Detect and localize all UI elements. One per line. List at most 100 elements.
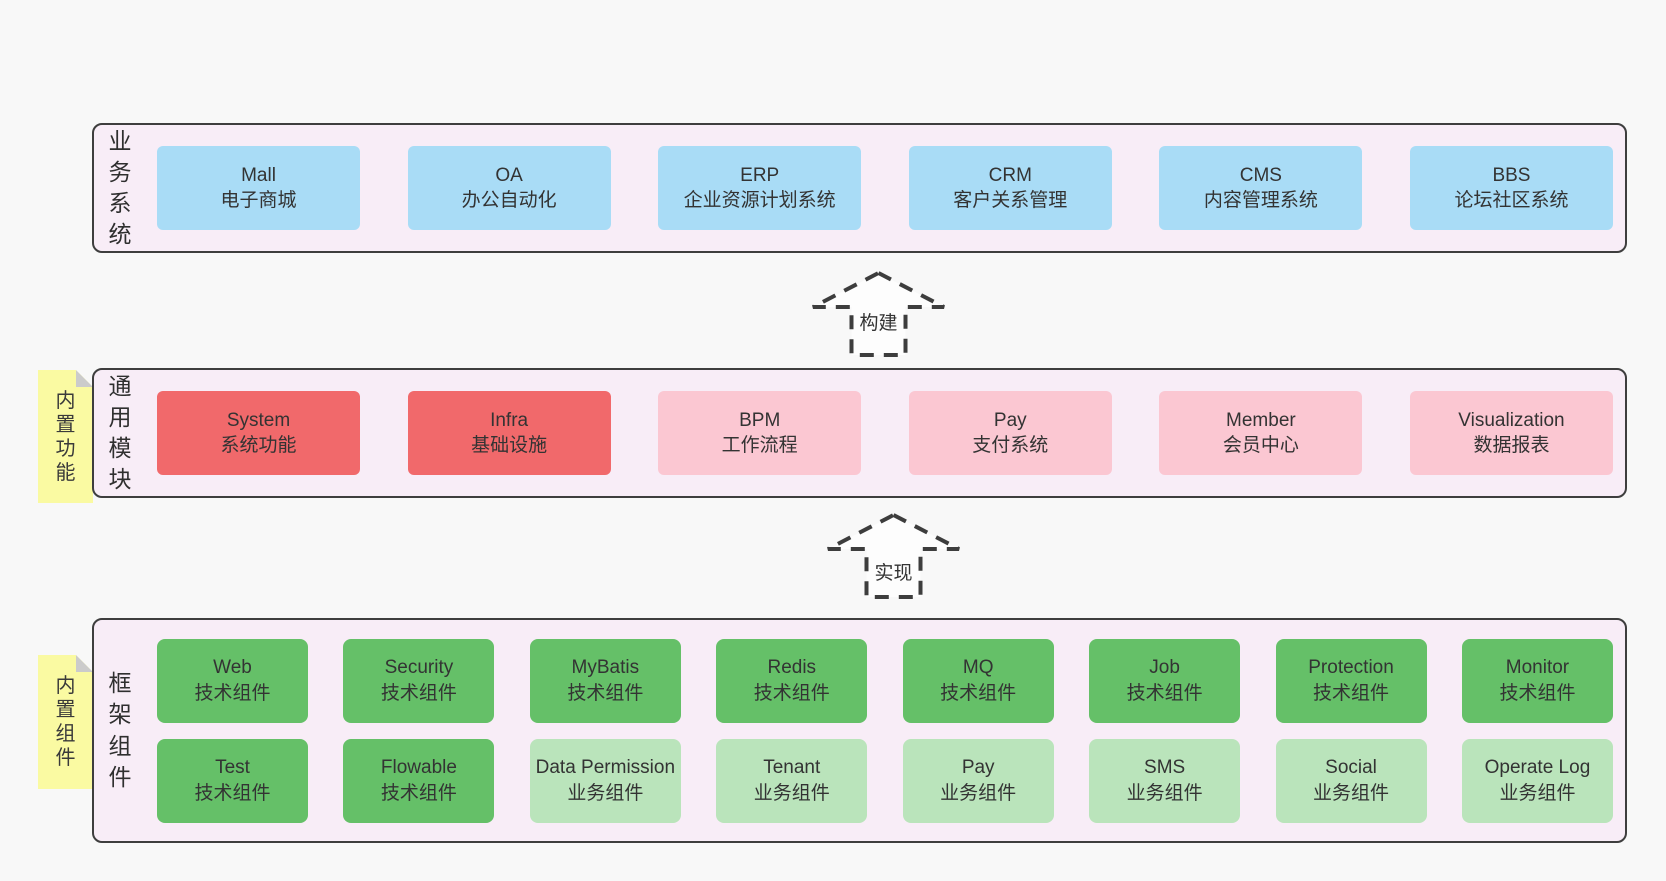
box-tenant-biz: Tenant 业务组件 (716, 738, 868, 823)
box-name: Social (1325, 757, 1377, 779)
box-desc: 技术组件 (940, 682, 1017, 704)
box-name: Flowable (380, 757, 457, 779)
box-name: CRM (988, 164, 1032, 186)
box-test-tech: Test 技术组件 (157, 738, 308, 823)
box-desc: 业务组件 (753, 782, 830, 804)
box-name: Pay (993, 409, 1027, 431)
box-desc: 业务组件 (940, 782, 1017, 804)
box-name: Web (213, 657, 252, 679)
box-crm: CRM 客户关系管理 (908, 146, 1112, 230)
box-pay-module: Pay 支付系统 (908, 391, 1112, 475)
box-redis-tech: Redis 技术组件 (716, 638, 868, 723)
box-name: Visualization (1458, 409, 1565, 431)
box-bpm: BPM 工作流程 (658, 391, 862, 475)
band-common-modules: 通用模块 System 系统功能 Infra 基础设施 BPM 工作流程 Pay… (92, 368, 1627, 498)
box-data-permission-biz: Data Permission 业务组件 (529, 738, 681, 823)
component-row-biz: Test 技术组件 Flowable 技术组件 Data Permission … (157, 738, 1613, 823)
band-framework-components: 框架组件 Web 技术组件 Security 技术组件 MyBatis 技术组件… (92, 618, 1627, 843)
box-desc: 内容管理系统 (1203, 190, 1318, 211)
note-text: 内置功能 (55, 389, 76, 484)
arrow-implement-label: 实现 (871, 557, 916, 586)
box-desc: 技术组件 (194, 782, 271, 804)
box-mq-tech: MQ 技术组件 (902, 638, 1054, 723)
box-desc: 基础设施 (471, 435, 548, 456)
box-desc: 技术组件 (753, 682, 830, 704)
box-name: MQ (962, 657, 994, 679)
box-oa: OA 办公自动化 (407, 146, 611, 230)
box-desc: 业务组件 (1313, 782, 1390, 804)
box-monitor-tech: Monitor 技术组件 (1461, 638, 1613, 723)
box-name: System (226, 409, 291, 431)
box-name: Mall (241, 164, 276, 186)
box-name: Member (1226, 409, 1296, 431)
box-desc: 业务组件 (567, 782, 644, 804)
component-row-tech: Web 技术组件 Security 技术组件 MyBatis 技术组件 Redi… (157, 638, 1613, 723)
box-security-tech: Security 技术组件 (343, 638, 495, 723)
module-boxes: System 系统功能 Infra 基础设施 BPM 工作流程 Pay 支付系统… (133, 370, 1625, 496)
box-desc: 客户关系管理 (953, 190, 1068, 211)
arrow-build-label: 构建 (856, 307, 901, 336)
box-desc: 技术组件 (380, 782, 457, 804)
arrow-implement: 实现 (826, 512, 961, 599)
box-desc: 技术组件 (1313, 682, 1390, 704)
box-name: Security (384, 657, 454, 679)
box-protection-tech: Protection 技术组件 (1275, 638, 1427, 723)
box-desc: 企业资源计划系统 (683, 190, 836, 211)
box-member: Member 会员中心 (1159, 391, 1363, 475)
box-visualization: Visualization 数据报表 (1409, 391, 1613, 475)
band-components-label: 框架组件 (108, 670, 132, 790)
box-cms: CMS 内容管理系统 (1159, 146, 1363, 230)
box-desc: 技术组件 (1499, 682, 1576, 704)
box-desc: 工作流程 (721, 435, 798, 456)
box-name: BBS (1492, 164, 1531, 186)
box-web-tech: Web 技术组件 (157, 638, 308, 723)
box-bbs: BBS 论坛社区系统 (1409, 146, 1613, 230)
box-desc: 支付系统 (972, 435, 1049, 456)
box-desc: 会员中心 (1222, 435, 1299, 456)
box-name: Pay (961, 757, 995, 779)
box-desc: 业务组件 (1126, 782, 1203, 804)
dashed-up-arrow-icon (827, 512, 960, 599)
box-erp: ERP 企业资源计划系统 (658, 146, 862, 230)
business-boxes: Mall 电子商城 OA 办公自动化 ERP 企业资源计划系统 CRM 客户关系… (133, 125, 1625, 251)
box-name: ERP (740, 164, 780, 186)
box-name: Tenant (763, 757, 821, 779)
box-infra: Infra 基础设施 (407, 391, 611, 475)
note-built-in-features: 内置功能 (38, 370, 93, 503)
note-built-in-components: 内置组件 (38, 655, 93, 789)
box-sms-biz: SMS 业务组件 (1089, 738, 1241, 823)
box-system: System 系统功能 (157, 391, 360, 475)
box-desc: 业务组件 (1499, 782, 1576, 804)
box-name: Job (1149, 657, 1180, 679)
arrow-build: 构建 (811, 270, 946, 357)
box-desc: 技术组件 (194, 682, 271, 704)
box-name: Data Permission (535, 757, 676, 779)
box-social-biz: Social 业务组件 (1275, 738, 1427, 823)
box-operate-log-biz: Operate Log 业务组件 (1461, 738, 1613, 823)
band-business-systems: 业务系统 Mall 电子商城 OA 办公自动化 ERP 企业资源计划系统 CRM… (92, 123, 1627, 253)
box-desc: 技术组件 (380, 682, 457, 704)
box-name: CMS (1239, 164, 1282, 186)
box-desc: 技术组件 (567, 682, 644, 704)
box-name: Operate Log (1484, 757, 1591, 779)
box-name: Monitor (1505, 657, 1570, 679)
band-business-label: 业务系统 (108, 127, 132, 248)
box-desc: 技术组件 (1126, 682, 1203, 704)
box-name: OA (495, 164, 523, 186)
box-desc: 系统功能 (220, 435, 297, 456)
box-flowable-tech: Flowable 技术组件 (343, 738, 495, 823)
box-mybatis-tech: MyBatis 技术组件 (529, 638, 681, 723)
box-name: Infra (490, 409, 529, 431)
box-name: BPM (739, 409, 781, 431)
note-text: 内置组件 (55, 675, 76, 769)
box-name: MyBatis (571, 657, 640, 679)
component-rows: Web 技术组件 Security 技术组件 MyBatis 技术组件 Redi… (133, 620, 1625, 841)
box-desc: 电子商城 (220, 190, 297, 211)
box-name: Redis (767, 657, 817, 679)
box-name: SMS (1144, 757, 1186, 779)
box-mall: Mall 电子商城 (157, 146, 360, 230)
box-desc: 数据报表 (1473, 435, 1550, 456)
box-desc: 办公自动化 (461, 190, 557, 211)
band-modules-label: 通用模块 (108, 372, 132, 493)
